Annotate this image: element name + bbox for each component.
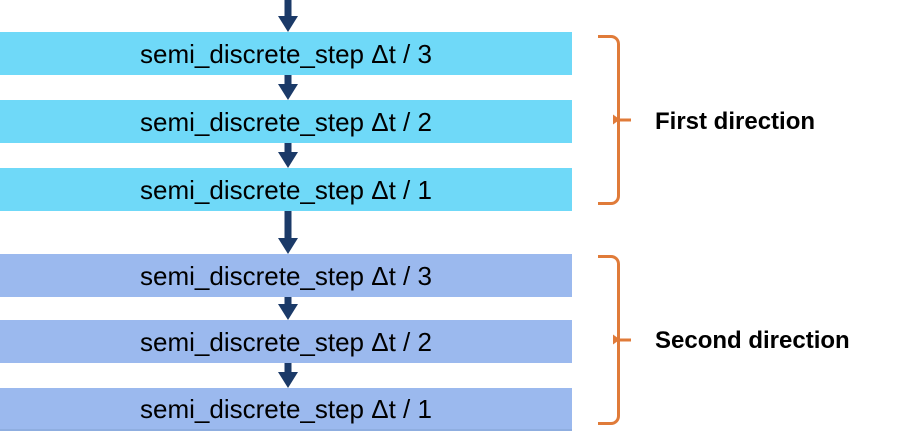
arrow-into-first-step — [278, 0, 298, 32]
arrow-second-2-to-3 — [278, 363, 298, 388]
arrow-shaft — [284, 143, 292, 154]
brace-second-direction — [598, 255, 631, 425]
arrow-shaft — [284, 363, 292, 374]
brace-nub — [613, 114, 631, 125]
group-label-second-direction: Second direction — [655, 327, 850, 354]
step-box-first-2[interactable]: semi_discrete_step Δt / 2 — [0, 100, 572, 143]
step-box-label: semi_discrete_step Δt / 1 — [140, 393, 432, 424]
arrow-shaft — [284, 75, 292, 86]
arrow-head-icon — [278, 152, 298, 168]
group-label-first-direction: First direction — [655, 108, 816, 135]
brace-first-direction — [598, 35, 631, 205]
arrow-first-2-to-3 — [278, 143, 298, 168]
arrow-head-icon — [278, 304, 298, 320]
step-box-second-2[interactable]: semi_discrete_step Δt / 2 — [0, 320, 572, 363]
step-box-label: semi_discrete_step Δt / 2 — [140, 106, 432, 137]
arrow-shaft — [284, 0, 292, 16]
step-box-second-1[interactable]: semi_discrete_step Δt / 3 — [0, 254, 572, 297]
step-box-first-1[interactable]: semi_discrete_step Δt / 3 — [0, 32, 572, 75]
arrow-head-icon — [278, 372, 298, 388]
step-box-second-3[interactable]: semi_discrete_step Δt / 1 — [0, 388, 572, 431]
arrow-shaft — [284, 211, 292, 240]
arrow-first-to-second-group — [278, 211, 298, 254]
arrow-head-icon — [278, 238, 298, 254]
brace-nub — [613, 334, 631, 345]
step-box-label: semi_discrete_step Δt / 1 — [140, 174, 432, 205]
arrow-head-icon — [278, 84, 298, 100]
step-box-label: semi_discrete_step Δt / 2 — [140, 326, 432, 357]
arrow-shaft — [284, 297, 292, 306]
step-box-label: semi_discrete_step Δt / 3 — [140, 38, 432, 69]
arrow-second-1-to-2 — [278, 297, 298, 320]
arrow-head-icon — [278, 16, 298, 32]
arrow-first-1-to-2 — [278, 75, 298, 100]
step-box-first-3[interactable]: semi_discrete_step Δt / 1 — [0, 168, 572, 211]
step-box-label: semi_discrete_step Δt / 3 — [140, 260, 432, 291]
